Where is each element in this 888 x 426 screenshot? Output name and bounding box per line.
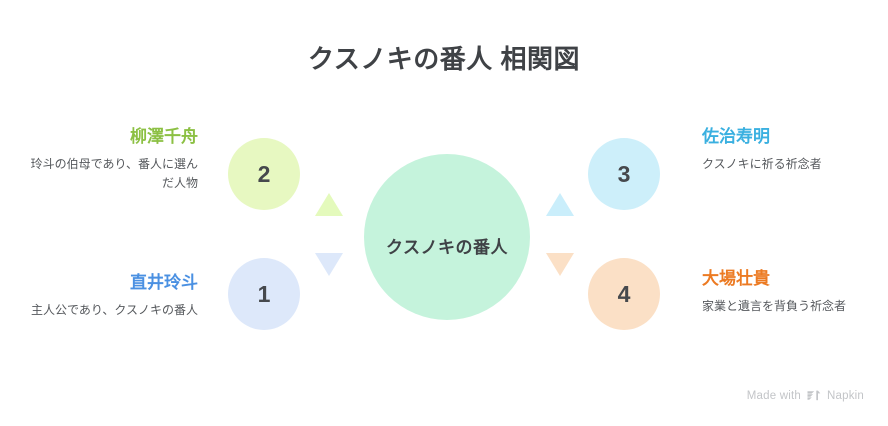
person-description-3: クスノキに祈る祈念者 (702, 157, 822, 172)
node-circle-3[interactable]: 3 (588, 138, 660, 210)
person-name-3: 佐治寿明 (702, 127, 770, 146)
node-circle-1[interactable]: 1 (228, 258, 300, 330)
node-number-3: 3 (617, 160, 631, 187)
napkin-logo-icon (807, 389, 821, 402)
person-name-4: 大場壮貴 (702, 269, 770, 288)
node-circle-4[interactable]: 4 (588, 258, 660, 330)
node-number-4: 4 (617, 280, 631, 307)
person-block-3: 佐治寿明 クスノキに祈る祈念者 (702, 126, 872, 174)
node-number-1: 1 (257, 280, 271, 307)
napkin-watermark: Made with Napkin (747, 389, 864, 402)
person-block-1: 直井玲斗 主人公であり、クスノキの番人 (28, 272, 198, 320)
center-node-label: クスノキの番人 (386, 237, 508, 257)
node-number-2: 2 (257, 160, 271, 187)
connector-triangle-up-node-3 (546, 193, 574, 216)
person-block-2: 柳澤千舟 玲斗の伯母であり、番人に選んだ人物 (28, 126, 198, 192)
person-description-4: 家業と遺言を背負う祈念者 (702, 299, 847, 314)
person-description-1: 主人公であり、クスノキの番人 (30, 303, 198, 318)
napkin-brand-label: Napkin (827, 389, 864, 402)
connector-triangle-down-node-1 (315, 253, 343, 276)
person-name-2: 柳澤千舟 (130, 127, 198, 146)
connector-triangle-up-node-2 (315, 193, 343, 216)
center-node: クスノキの番人 (364, 154, 530, 320)
person-description-2: 玲斗の伯母であり、番人に選んだ人物 (30, 157, 198, 190)
made-with-label: Made with (746, 389, 801, 402)
page-title: クスノキの番人 相関図 (308, 44, 580, 74)
person-name-1: 直井玲斗 (130, 273, 198, 292)
person-block-4: 大場壮貴 家業と遺言を背負う祈念者 (702, 268, 872, 316)
connector-triangle-down-node-4 (546, 253, 574, 276)
node-circle-2[interactable]: 2 (228, 138, 300, 210)
